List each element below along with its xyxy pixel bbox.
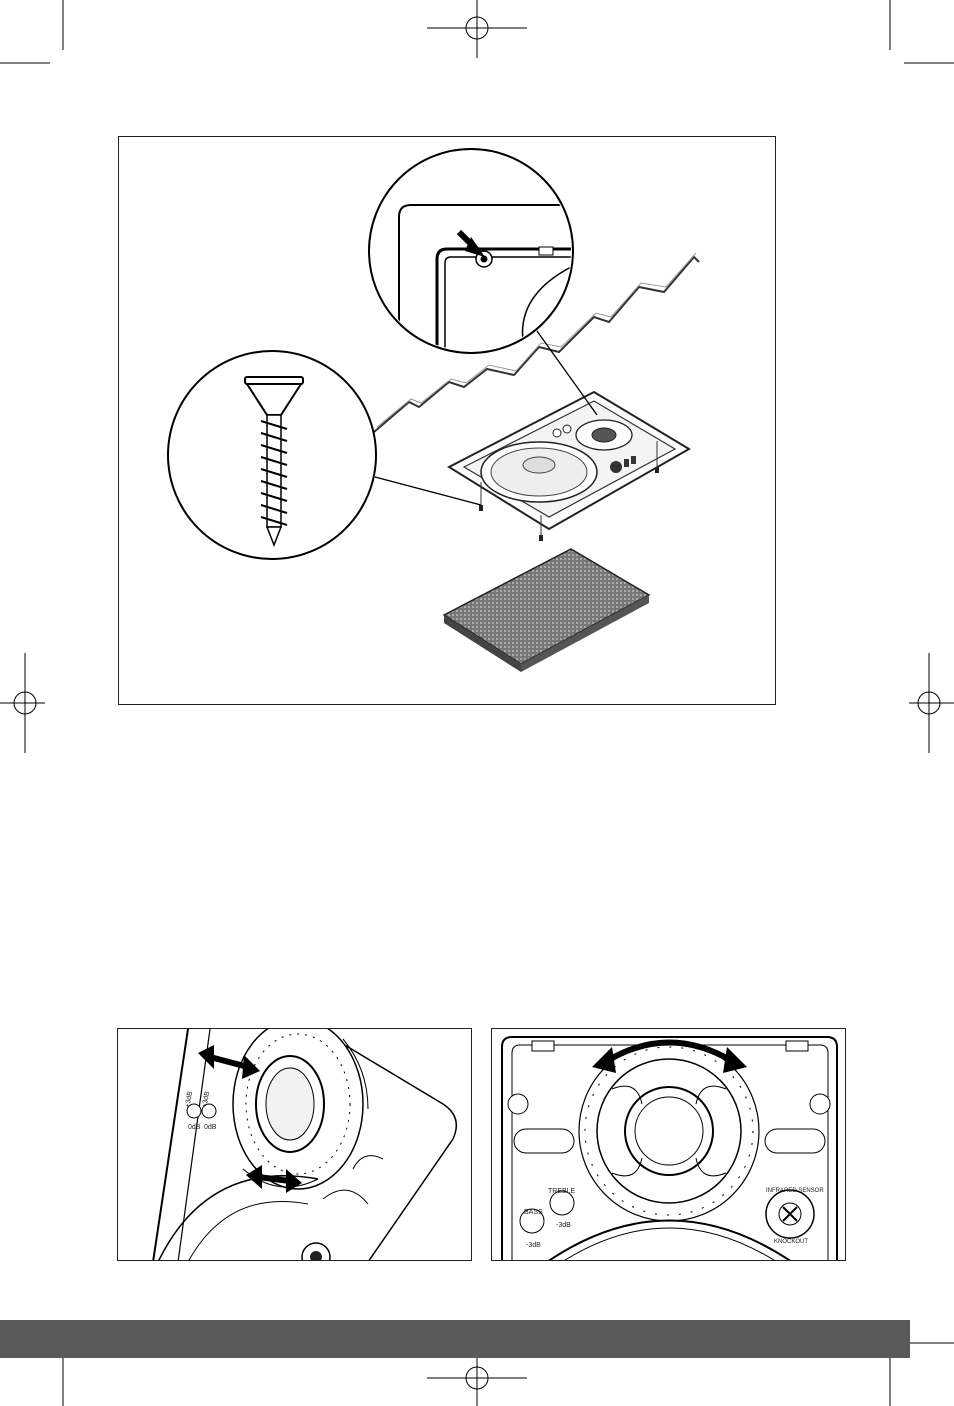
treble-label: TREBLE [548, 1188, 576, 1195]
infrared-sensor-knockout: INFRARED SENSOR KNOCKOUT [766, 1188, 824, 1245]
bass-label: BASS [524, 1209, 543, 1216]
frame-corner-callout [369, 149, 579, 357]
registration-mark-top [427, 0, 527, 58]
bass-knob: BASS -3dB [520, 1209, 544, 1249]
tweeter-assembly [233, 1029, 368, 1189]
tweeter-tilt-figure: +3dB +3dB 0dB 0dB [117, 1028, 472, 1261]
installation-illustration [119, 137, 776, 705]
screw-callout [168, 351, 376, 559]
treble-value: -3dB [556, 1222, 571, 1229]
bass-value: -3dB [526, 1242, 541, 1249]
screw-callout-leader [375, 477, 481, 505]
tweeter-rotation-figure: BASS -3dB TREBLE -3dB INFRARED SENSOR KN… [491, 1028, 846, 1261]
sensor-label-bottom: KNOCKOUT [774, 1239, 808, 1245]
registration-mark-right [909, 653, 954, 753]
treble-knob: TREBLE -3dB [548, 1188, 576, 1229]
installation-figure [118, 136, 776, 705]
registration-mark-bottom [427, 1350, 527, 1406]
dial-left-sub-label: 0dB [188, 1124, 201, 1131]
registration-mark-left [0, 653, 45, 753]
tweeter-rotation-illustration: BASS -3dB TREBLE -3dB INFRARED SENSOR KN… [492, 1029, 846, 1261]
speaker-frame [449, 392, 689, 529]
speaker-grille [444, 549, 649, 672]
sensor-label-top: INFRARED SENSOR [766, 1188, 824, 1194]
footer-bar [0, 1320, 910, 1358]
tweeter-tilt-illustration: +3dB +3dB 0dB 0dB [118, 1029, 472, 1261]
dial-right-sub-label: 0dB [204, 1124, 217, 1131]
